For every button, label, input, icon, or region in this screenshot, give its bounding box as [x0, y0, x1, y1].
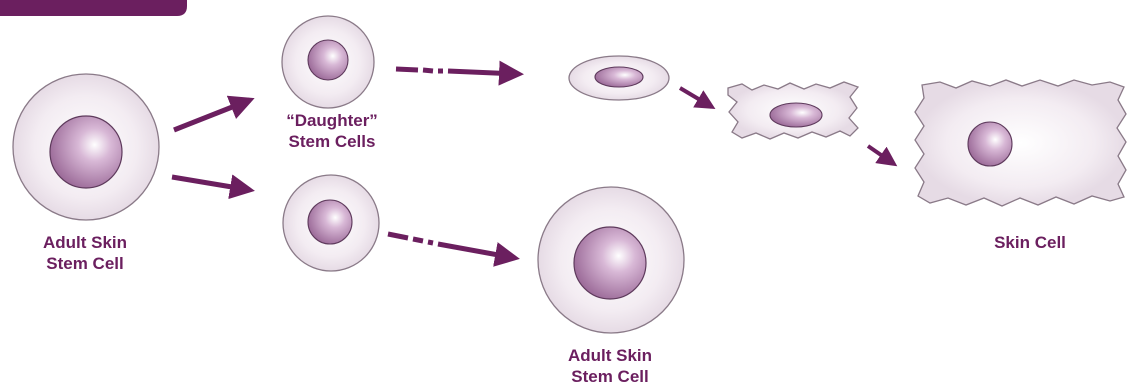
- flattening-cell: [569, 56, 669, 100]
- label-line: Skin Cell: [960, 232, 1100, 253]
- nucleus: [308, 40, 348, 80]
- label-line: Stem Cell: [535, 366, 685, 387]
- label-adult-stem-cell-left: Adult Skin Stem Cell: [10, 232, 160, 274]
- dashed-arrow-top: [396, 69, 519, 74]
- corner-banner: [0, 0, 187, 16]
- arrow-to-daughter-bottom: [172, 177, 250, 190]
- label-line: Stem Cell: [10, 253, 160, 274]
- nucleus: [968, 122, 1012, 166]
- nucleus: [50, 116, 122, 188]
- nucleus: [574, 227, 646, 299]
- adult-stem-cell-bottom: [538, 187, 684, 333]
- label-skin-cell: Skin Cell: [960, 232, 1100, 253]
- label-line: Adult Skin: [10, 232, 160, 253]
- cell-membrane: [915, 80, 1126, 206]
- adult-stem-cell-left: [13, 74, 159, 220]
- daughter-cell-bottom: [283, 175, 379, 271]
- arrow-to-irregular-cell: [680, 88, 712, 107]
- arrow-to-skin-cell: [868, 146, 894, 164]
- label-daughter-stem-cells: “Daughter” Stem Cells: [262, 110, 402, 152]
- dashed-arrow-bottom: [388, 234, 515, 258]
- nucleus: [770, 103, 822, 127]
- arrow-to-daughter-top: [174, 100, 250, 130]
- label-line: Stem Cells: [262, 131, 402, 152]
- label-line: “Daughter”: [262, 110, 402, 131]
- nucleus: [308, 200, 352, 244]
- differentiating-cell: [728, 82, 858, 139]
- daughter-cell-top: [282, 16, 374, 108]
- skin-cell: [915, 80, 1126, 206]
- label-adult-stem-cell-bottom: Adult Skin Stem Cell: [535, 345, 685, 387]
- nucleus: [595, 67, 643, 87]
- label-line: Adult Skin: [535, 345, 685, 366]
